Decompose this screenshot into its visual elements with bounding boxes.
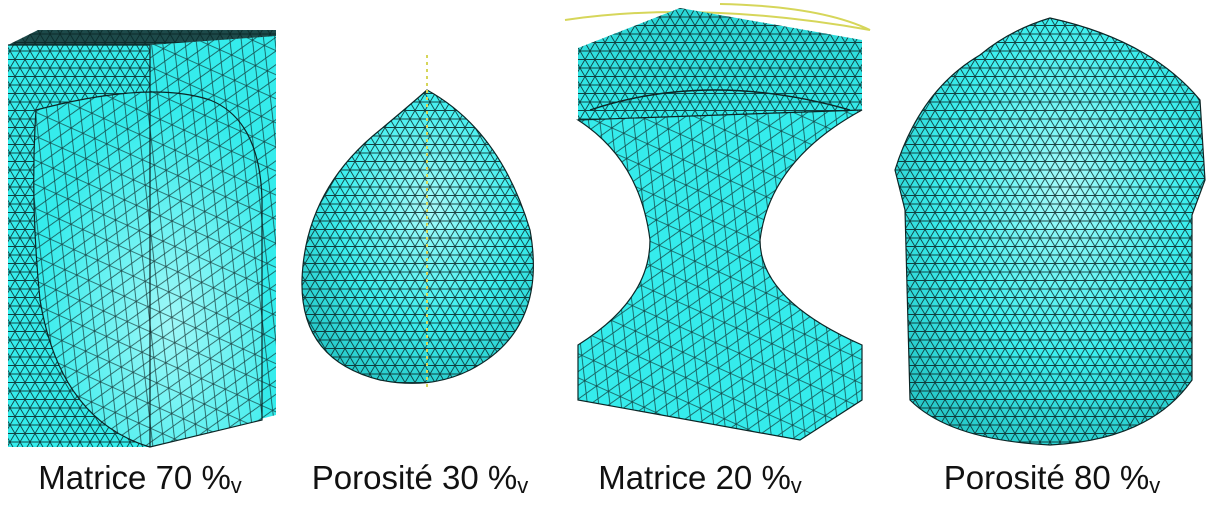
porosity-80-body	[894, 17, 1206, 446]
caption-porosity-80: Porosité 80 %v	[943, 459, 1161, 498]
caption-porosity-30: Porosité 30 %v	[311, 459, 529, 498]
matrix-70-block	[8, 30, 276, 448]
caption-matrix-70: Matrice 70 %v	[38, 459, 242, 498]
matrix-20-hourglass	[564, 3, 871, 441]
caption-matrix-20: Matrice 20 %v	[598, 459, 802, 498]
porosity-30-pore	[301, 55, 534, 390]
